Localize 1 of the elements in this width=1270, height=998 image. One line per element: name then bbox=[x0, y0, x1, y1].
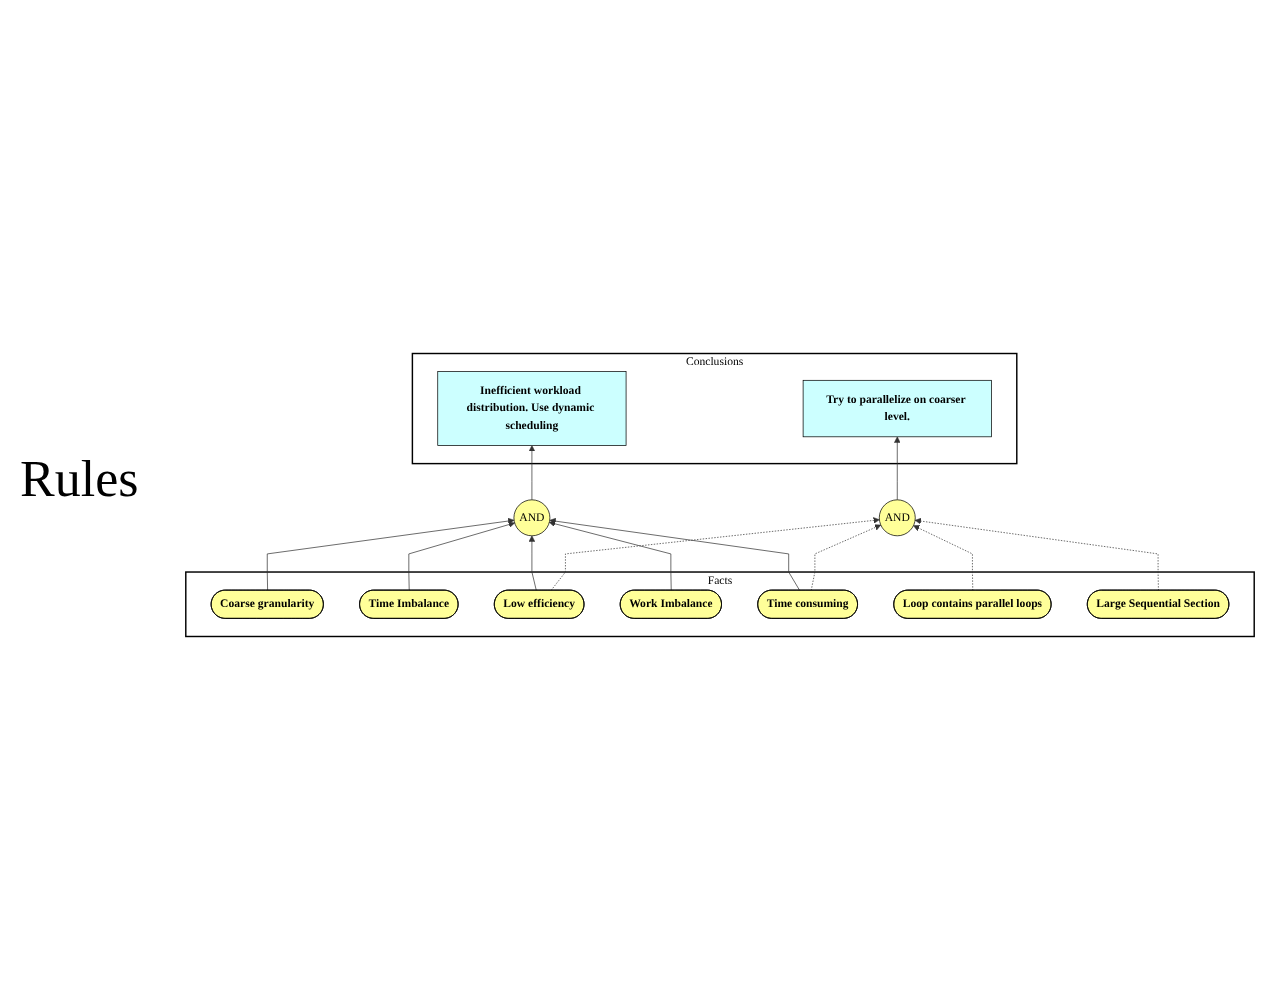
layer-label: Rules bbox=[20, 450, 139, 510]
